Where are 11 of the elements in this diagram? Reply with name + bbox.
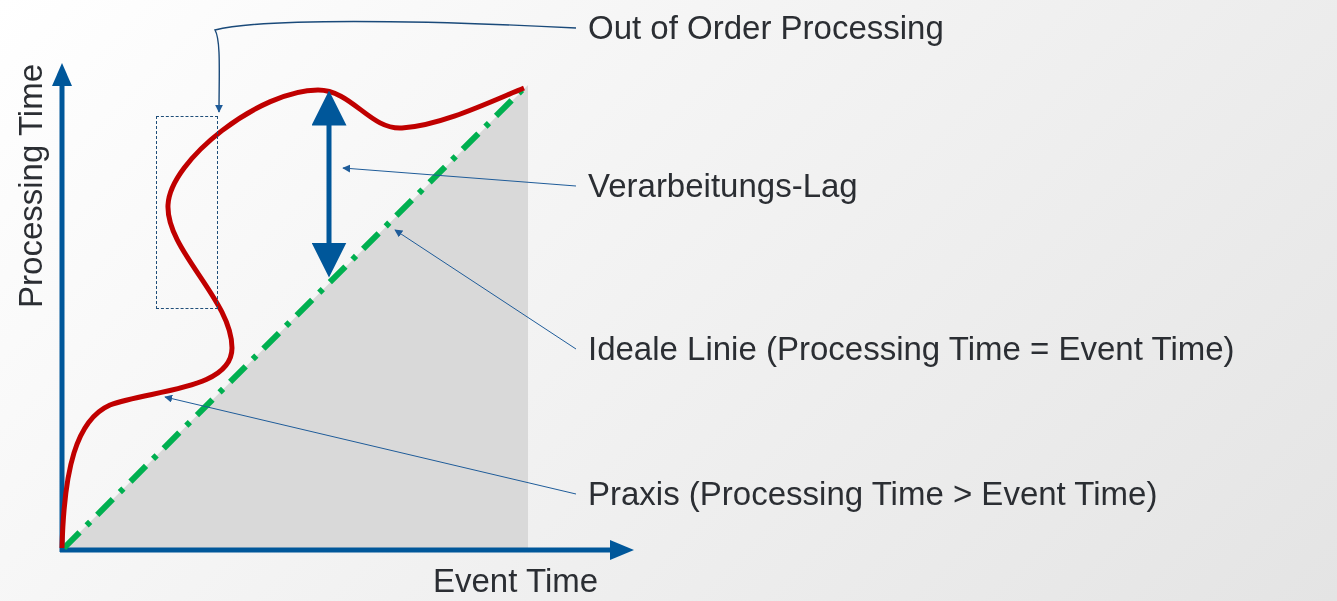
callout-text: Out of Order Processing (588, 4, 944, 52)
dashed-box (156, 116, 218, 309)
leader-line (214, 20, 577, 113)
axis-label: Processing Time (12, 64, 50, 308)
callout-text: Praxis (Processing Time > Event Time) (588, 470, 1158, 518)
axis-label: Event Time (433, 562, 599, 600)
callout-text: Verarbeitungs-Lag (588, 162, 858, 210)
leader-line (342, 164, 577, 187)
callout-text: Ideale Linie (Processing Time = Event Time) (588, 325, 1235, 373)
leader-line (394, 229, 577, 350)
leader-line (164, 394, 577, 495)
